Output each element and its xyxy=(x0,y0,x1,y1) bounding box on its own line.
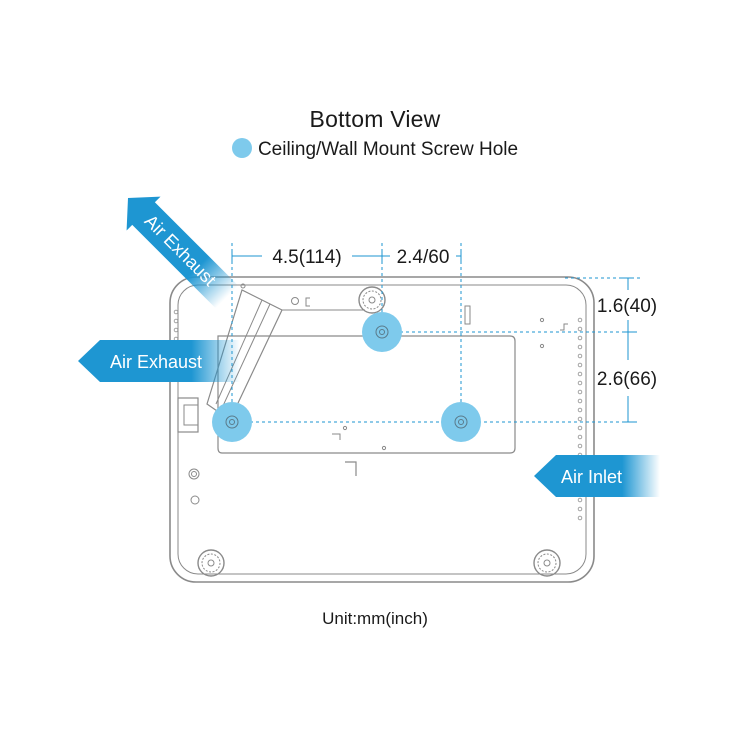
air-exhaust-diagonal-arrow: Air Exhaust xyxy=(126,196,239,309)
foot-top xyxy=(358,286,386,314)
feet xyxy=(197,286,561,577)
legend-label: Ceiling/Wall Mount Screw Hole xyxy=(257,139,519,160)
dimension-label-horizontal-2: 2.4/60 xyxy=(397,247,450,268)
screw-hole-top xyxy=(362,312,402,352)
dimension-label-vertical-1: 1.6(40) xyxy=(597,296,657,317)
dimension-label-vertical-2: 2.6(66) xyxy=(597,369,657,390)
screw-holes xyxy=(212,312,481,442)
screw-hole-left xyxy=(212,402,252,442)
foot-bottom-right xyxy=(533,549,561,577)
screw-hole-right xyxy=(441,402,481,442)
legend: Ceiling/Wall Mount Screw Hole xyxy=(0,138,750,161)
air-exhaust-diagonal-label: Air Exhaust xyxy=(141,211,220,290)
air-exhaust-left-label: Air Exhaust xyxy=(110,352,202,372)
diagram-title: Bottom View xyxy=(309,106,441,132)
air-inlet-label: Air Inlet xyxy=(561,467,622,487)
air-inlet-arrow: Air Inlet xyxy=(534,455,660,497)
dimension-lines xyxy=(231,243,640,424)
unit-label: Unit:mm(inch) xyxy=(322,609,428,628)
air-exhaust-left-arrow: Air Exhaust xyxy=(78,340,240,382)
screw-hole-legend-icon xyxy=(231,138,252,158)
dimension-label-horizontal-1: 4.5(114) xyxy=(272,247,341,268)
foot-bottom-left xyxy=(197,549,225,577)
